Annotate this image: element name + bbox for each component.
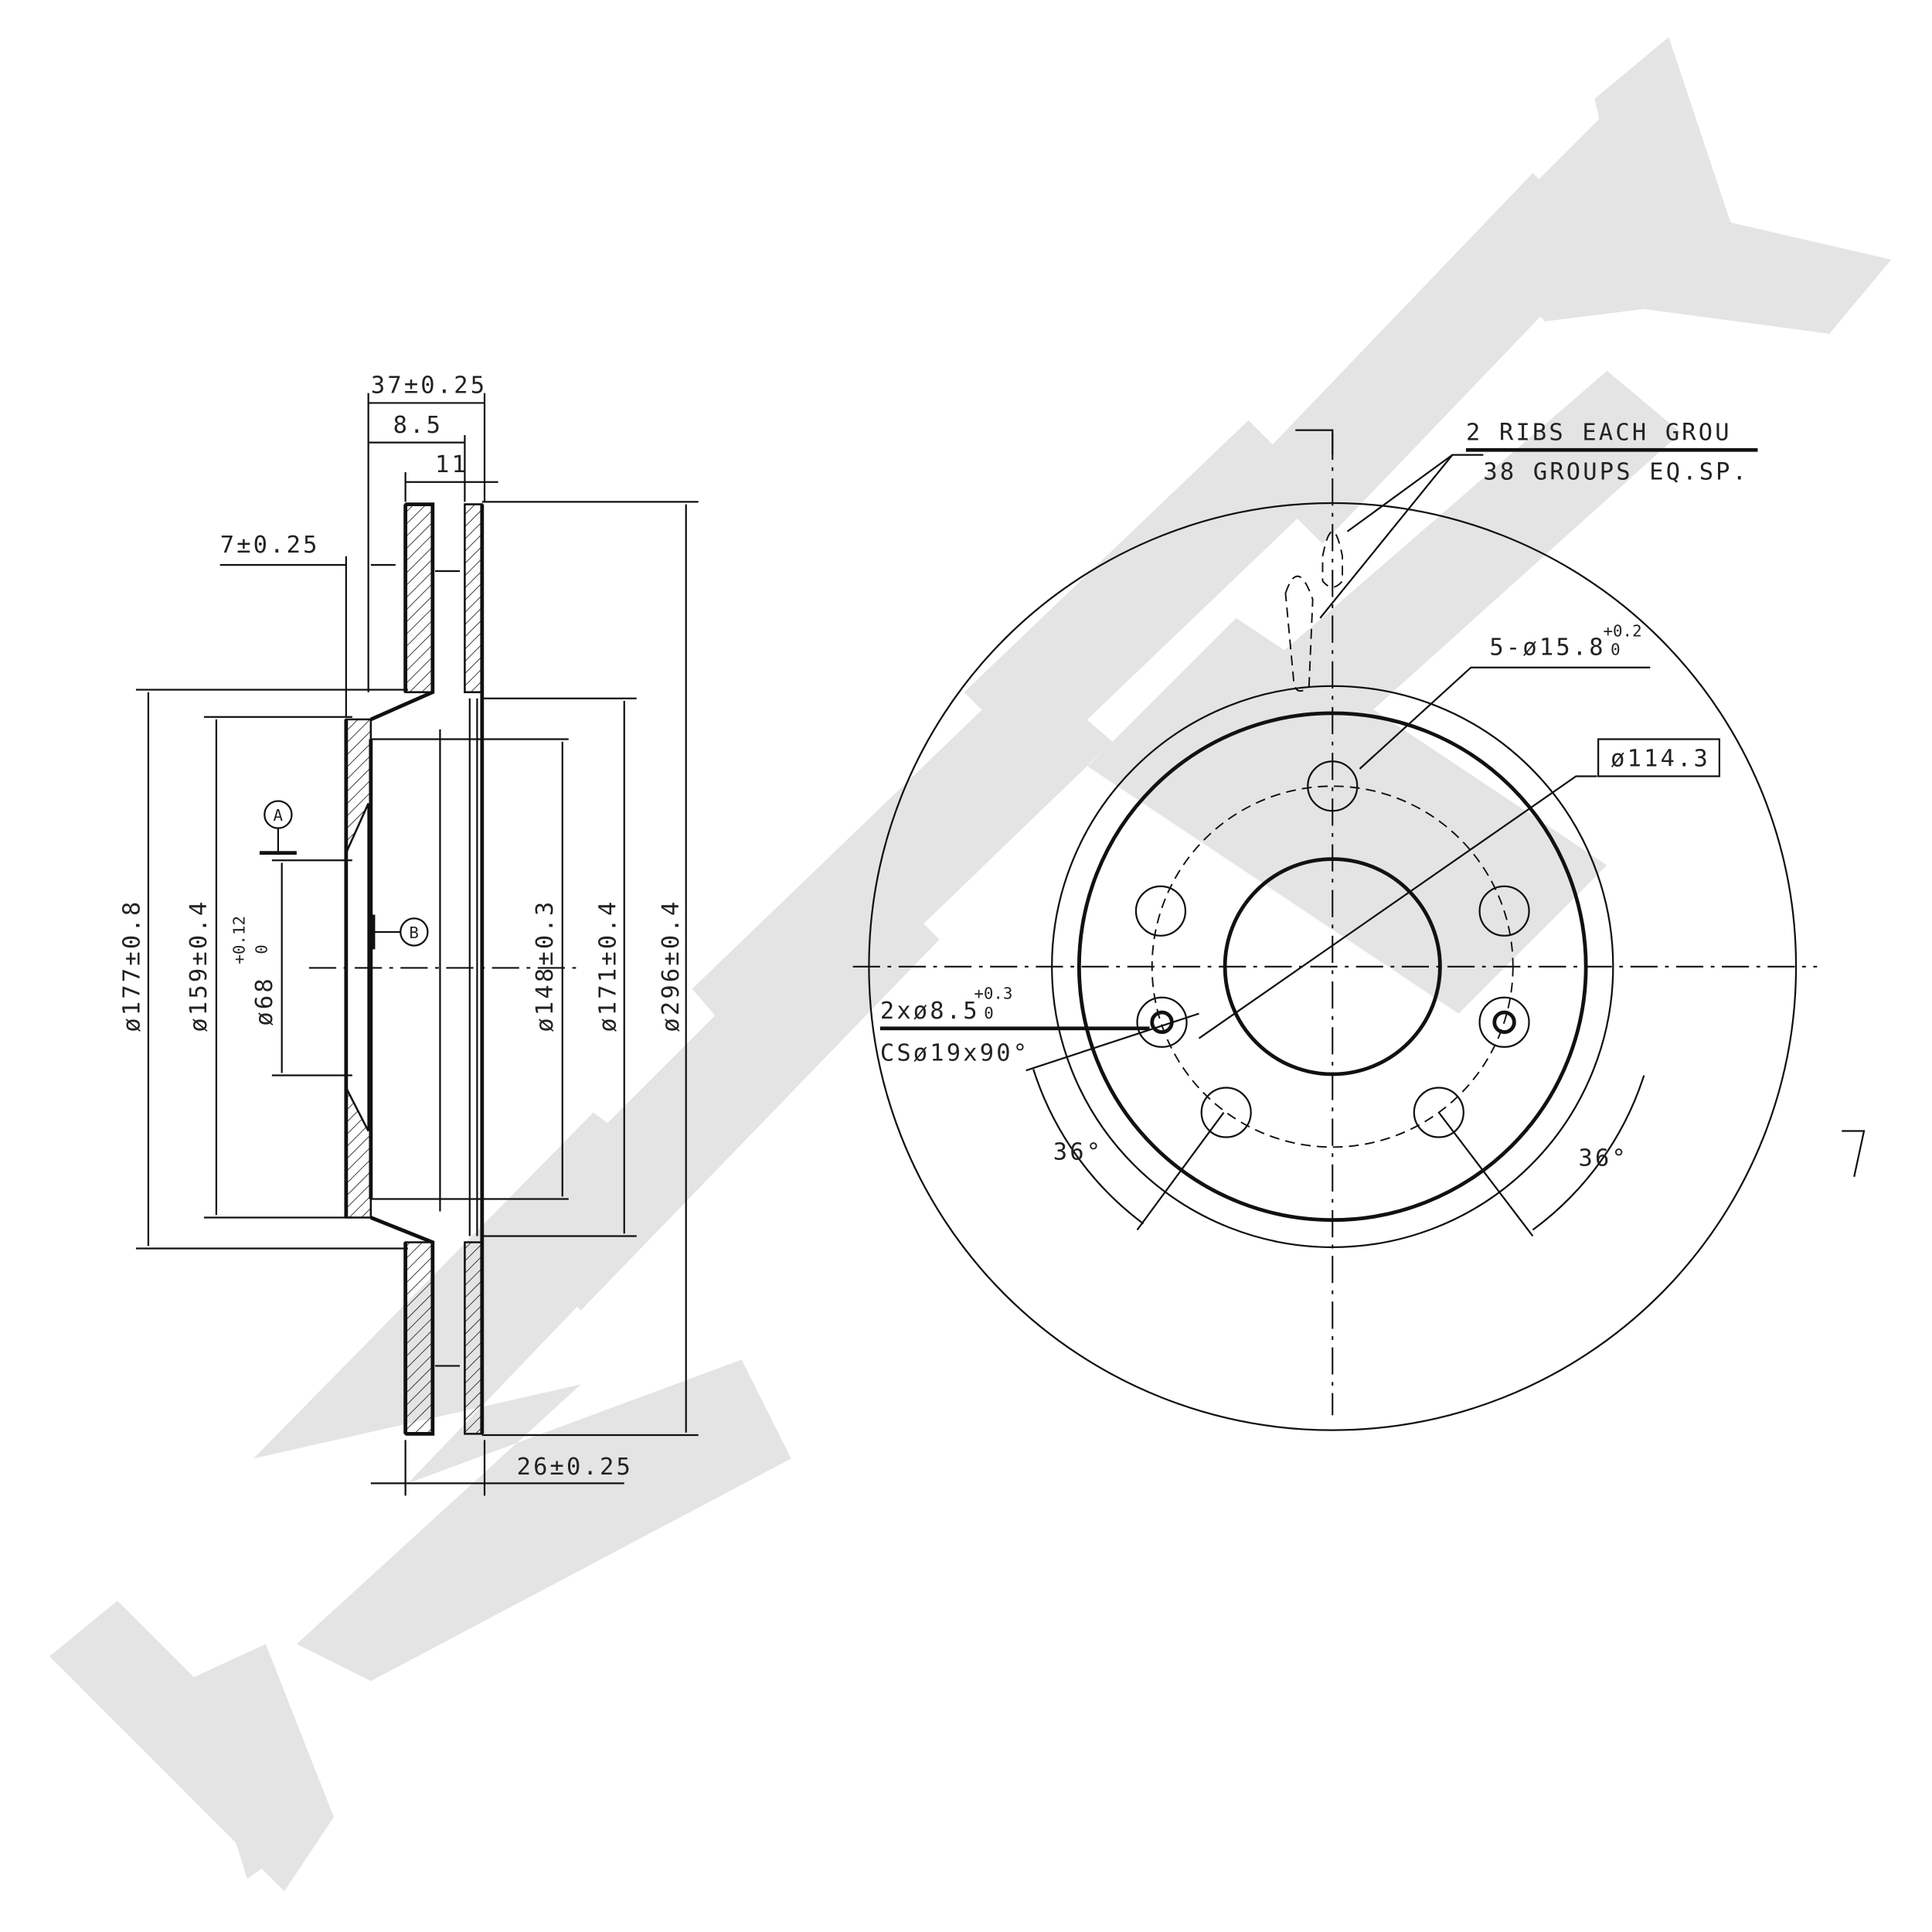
- dim-overall-width: 37±0.25: [371, 372, 487, 400]
- ribs-note-line1: 2 RIBS EACH GROU: [1466, 419, 1732, 446]
- bolt-holes-callout: 5-ø15.8: [1489, 634, 1605, 662]
- dim-dia-68: ø68: [251, 976, 278, 1026]
- dim-flange-offset: 8.5: [393, 412, 443, 439]
- front-view: [852, 429, 1866, 1431]
- bolt-holes: [1134, 760, 1530, 1138]
- pcd-callout: ø114.3: [1611, 746, 1710, 773]
- datum-a-label: A: [273, 806, 283, 825]
- dim-dia-171: ø171±0.4: [595, 900, 622, 1032]
- datum-b-marker: [400, 917, 429, 947]
- dim-dia-159: ø159±0.4: [185, 900, 213, 1032]
- ribs-note-line2: 38 GROUPS EQ.SP.: [1483, 459, 1749, 486]
- dim-dia-296: ø296±0.4: [658, 900, 685, 1032]
- countersunk-holes: [1136, 996, 1530, 1048]
- angle-right-label: 36°: [1579, 1145, 1628, 1172]
- angle-left-label: 36°: [1053, 1138, 1103, 1165]
- countersink-callout: CSø19x90°: [880, 1039, 1029, 1066]
- side-section-view: [135, 393, 699, 1496]
- dim-hat-thickness: 7±0.25: [220, 532, 320, 559]
- dim-dia-177: ø177±0.8: [119, 900, 146, 1032]
- dim-dia-68-tol-upper: +0.12: [230, 916, 249, 964]
- dim-dia-148: ø148±0.3: [532, 900, 559, 1032]
- small-holes-callout: 2xø8.5: [880, 998, 980, 1025]
- datum-b-label: B: [409, 923, 419, 942]
- bolt-holes-tol-lower: 0: [1611, 641, 1621, 659]
- bolt-holes-tol-upper: +0.2: [1604, 622, 1642, 641]
- dim-disc-thickness: 26±0.25: [517, 1454, 633, 1481]
- small-holes-tol-lower: 0: [984, 1004, 994, 1022]
- dim-vent-gap: 11: [435, 451, 468, 478]
- small-holes-tol-upper: +0.3: [974, 984, 1012, 1002]
- watermark-logo: [49, 36, 1892, 1892]
- dim-dia-68-tol-lower: 0: [252, 944, 270, 954]
